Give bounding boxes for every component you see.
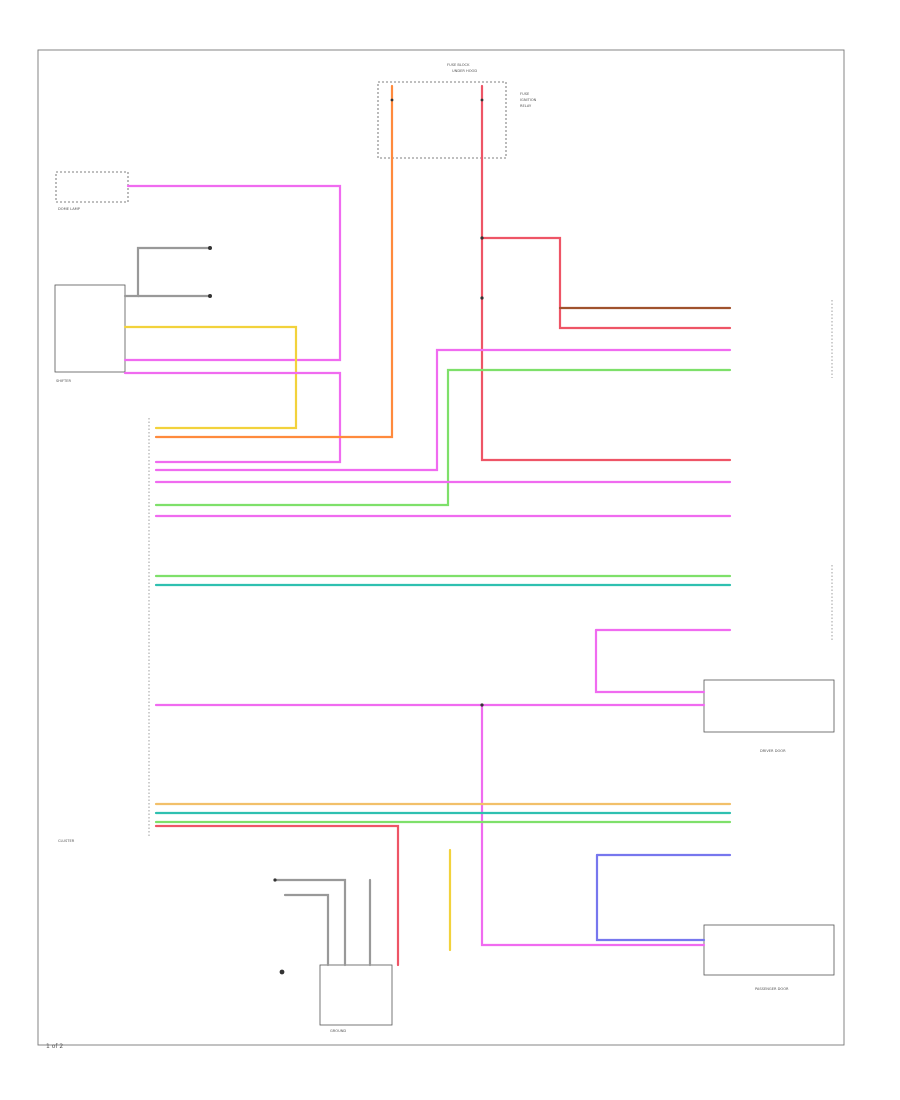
wire-yellow [123, 325, 298, 430]
wire-pink-lock2 [594, 628, 706, 694]
driver-door-module [703, 679, 835, 733]
wire-ground1 [273, 878, 347, 967]
dome-lamp-label: DOME LAMP [58, 207, 81, 211]
fuse-block-label-2: UNDER HOOD [452, 69, 477, 73]
driver-door-label: DRIVER DOOR [760, 749, 786, 753]
wire-red-bus [154, 824, 400, 967]
fuse-note-3: RELAY [520, 104, 532, 108]
fuse-block-label: FUSE BLOCK [447, 63, 470, 67]
wire-blue [595, 853, 706, 942]
shifter-label: SHIFTER [56, 379, 72, 383]
fuse-block-box [377, 81, 507, 159]
dome-lamp-box [55, 171, 129, 203]
wire-ground2 [283, 893, 330, 967]
footer-code: 1 of 2 [46, 1043, 64, 1050]
wire-pink-shifter [123, 371, 342, 464]
wire-pink-dome [123, 184, 342, 362]
fuse-note: FUSE [520, 92, 530, 96]
cluster-label: CLUSTER [58, 839, 75, 843]
shifter-box [54, 284, 126, 373]
ground-symbol [279, 969, 285, 975]
ground-label: GROUND [330, 1029, 346, 1033]
junction-dot [390, 98, 394, 102]
wire-gray-shifter [123, 246, 212, 298]
junction-dot [208, 294, 212, 298]
wire-pink-down [480, 703, 706, 947]
wire-red-fuse [480, 84, 732, 462]
wire-green [154, 368, 732, 507]
passenger-door-label: PASSENGER DOOR [755, 987, 789, 991]
junction-dot [480, 98, 484, 102]
wire-orange [154, 84, 394, 439]
junction-dot [480, 703, 484, 707]
wire-pink-right1 [154, 348, 732, 472]
wire-red-branch [480, 236, 732, 330]
junction-dot [480, 236, 484, 240]
diagram-frame [37, 49, 845, 1046]
ground-block [319, 964, 393, 1026]
passenger-door-module [703, 924, 835, 976]
junction-dot [480, 296, 484, 300]
junction-dot [208, 246, 212, 250]
junction-dot [273, 878, 277, 882]
fuse-note-2: IGNITION [520, 98, 537, 102]
